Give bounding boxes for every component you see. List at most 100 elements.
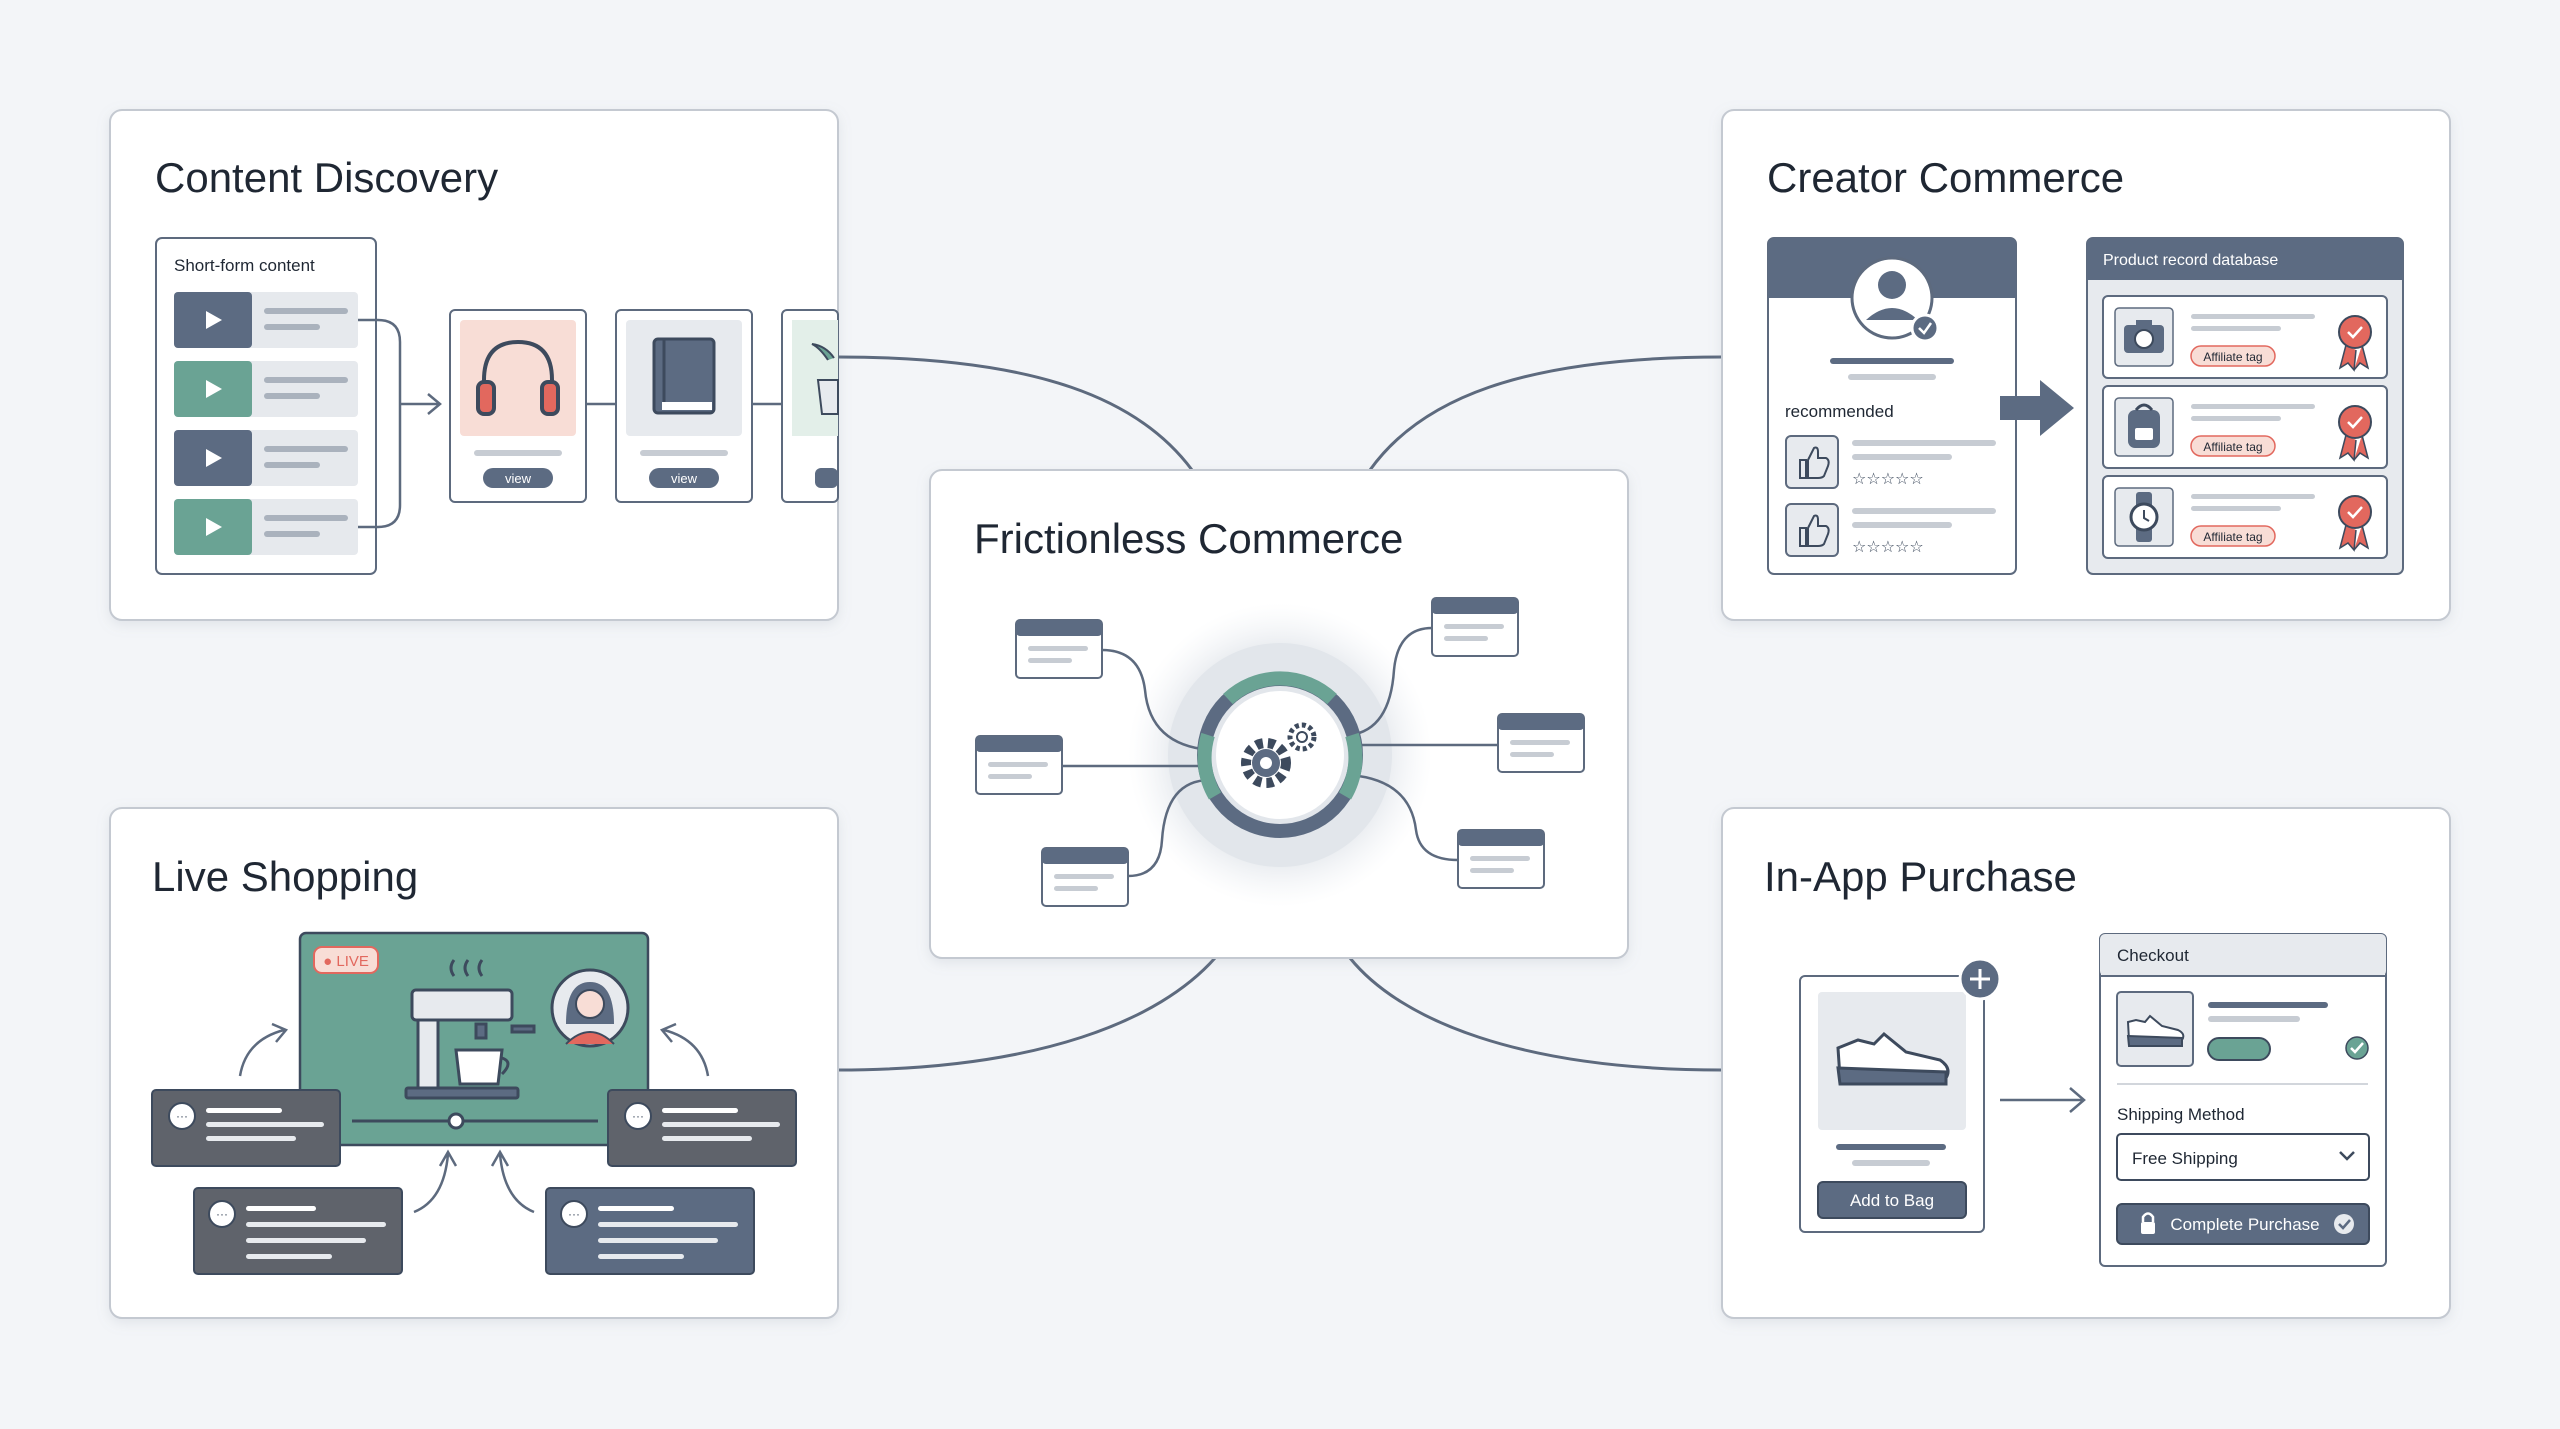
connector-discovery (837, 355, 1194, 471)
thumbs-up-icon (1799, 514, 1830, 547)
connector-creator (1368, 355, 1723, 471)
play-icon (206, 311, 222, 329)
thumbs-up-icon (1799, 446, 1830, 479)
hub-node (1457, 829, 1545, 889)
svg-text:···: ··· (216, 1207, 228, 1221)
recommendation-row[interactable]: ☆☆☆☆☆ (1785, 503, 1996, 557)
sneaker-icon (1836, 1031, 1950, 1086)
short-form-list: Short-form content (155, 237, 377, 575)
affiliate-tag: Affiliate tag (2203, 350, 2262, 364)
hub-node (1015, 619, 1103, 679)
rating-stars: ☆☆☆☆☆ (1852, 539, 1924, 556)
headphones-icon (476, 339, 560, 416)
award-ribbon-icon (2338, 315, 2372, 372)
checkout-panel: Checkout Shipping Method Free Shipping (2099, 933, 2387, 1267)
award-ribbon-icon (2338, 405, 2372, 462)
rating-stars: ☆☆☆☆☆ (1852, 471, 1924, 488)
add-to-bag-button[interactable]: Add to Bag (1817, 1181, 1967, 1219)
view-button-label: view (505, 471, 532, 486)
camera-icon (2124, 320, 2164, 353)
watch-icon (2129, 492, 2159, 542)
panel-creator-commerce: Creator Commerce recommended ☆☆☆☆☆ (1721, 109, 2451, 621)
chat-bubble-icon (168, 1102, 196, 1130)
play-icon (206, 518, 222, 536)
live-badge: ● LIVE (323, 953, 369, 970)
recommended-label: recommended (1785, 402, 1894, 421)
video-item[interactable] (174, 361, 358, 417)
coffee-machine-icon (404, 959, 536, 1100)
panel-title: Frictionless Commerce (974, 515, 1403, 562)
connectors (837, 355, 1723, 1072)
check-icon (2334, 1214, 2354, 1234)
play-icon (206, 449, 222, 467)
video-item[interactable] (174, 292, 358, 348)
chevron-down-icon (2339, 1151, 2355, 1161)
recommendation-row[interactable]: ☆☆☆☆☆ (1785, 435, 1996, 489)
product-card-headphones[interactable]: view (449, 309, 587, 503)
product-card-plant[interactable] (781, 309, 839, 503)
creator-profile-card: recommended ☆☆☆☆☆ ☆☆☆☆☆ (1767, 237, 2017, 575)
complete-purchase-label: Complete Purchase (2170, 1215, 2319, 1234)
shipping-method-select[interactable]: Free Shipping (2116, 1133, 2370, 1181)
shipping-method-value: Free Shipping (2132, 1149, 2238, 1168)
chat-bubble: ··· (151, 1089, 341, 1167)
backpack-icon (2128, 403, 2160, 448)
check-icon (2345, 1036, 2369, 1060)
shipping-method-label: Shipping Method (2117, 1105, 2245, 1124)
hub-node (1041, 847, 1129, 907)
affiliate-tag: Affiliate tag (2203, 530, 2262, 544)
panel-title: Creator Commerce (1767, 154, 2124, 201)
video-item[interactable] (174, 499, 358, 555)
hub-node (975, 735, 1063, 795)
panel-in-app-purchase: In-App Purchase Add to Bag (1721, 807, 2451, 1319)
list-header: Short-form content (174, 256, 315, 275)
affiliate-tag: Affiliate tag (2203, 440, 2262, 454)
complete-purchase-button[interactable]: Complete Purchase (2116, 1203, 2370, 1245)
hub-connectors (1062, 626, 1498, 878)
svg-text:···: ··· (176, 1109, 188, 1123)
chat-bubble: ··· (545, 1187, 755, 1275)
sneaker-icon (2126, 1014, 2185, 1047)
play-icon (206, 380, 222, 398)
host-avatar-icon (550, 968, 630, 1048)
checkout-title: Checkout (2117, 946, 2189, 965)
chat-arrows (238, 1022, 710, 1214)
product-record-database: Product record database Affiliate tag (2086, 237, 2404, 575)
award-ribbon-icon (2338, 495, 2372, 552)
panel-title: Live Shopping (152, 853, 418, 900)
avatar-icon (1850, 256, 1940, 343)
live-stream-screen[interactable]: ● LIVE (298, 931, 650, 1147)
panel-frictionless-commerce: Frictionless Commerce (929, 469, 1629, 959)
database-title: Product record database (2103, 252, 2278, 269)
connector-live (837, 957, 1217, 1072)
product-card-sneaker: Add to Bag (1799, 957, 2002, 1233)
product-card-book[interactable]: view (615, 309, 753, 503)
video-item[interactable] (174, 430, 358, 486)
product-record[interactable]: Affiliate tag (2102, 385, 2388, 469)
panel-live-shopping: Live Shopping ● LIVE (109, 807, 839, 1319)
hub-node (1431, 597, 1519, 657)
panel-title: In-App Purchase (1764, 853, 2077, 900)
hub-ring (1197, 671, 1363, 838)
panel-title: Content Discovery (155, 154, 498, 201)
panel-content-discovery: Content Discovery Short-form content (109, 109, 839, 621)
bracket-connector (358, 318, 442, 529)
svg-text:···: ··· (568, 1207, 580, 1221)
plant-icon (811, 343, 839, 415)
svg-text:···: ··· (632, 1109, 644, 1123)
arrow-right-icon (2000, 380, 2074, 436)
connector-purchase (1348, 957, 1723, 1072)
chat-bubble-icon (624, 1102, 652, 1130)
product-record[interactable]: Affiliate tag (2102, 295, 2388, 379)
chat-bubble: ··· (607, 1089, 797, 1167)
hub-node (1497, 713, 1585, 773)
chat-bubble-icon (560, 1200, 588, 1228)
arrow-right-icon (2000, 1087, 2086, 1113)
plus-icon[interactable] (1958, 957, 2002, 1001)
product-record[interactable]: Affiliate tag (2102, 475, 2388, 559)
video-progress-bar[interactable] (352, 1112, 598, 1130)
add-to-bag-label: Add to Bag (1850, 1191, 1934, 1210)
chat-bubble: ··· (193, 1187, 403, 1275)
chat-bubble-icon (208, 1200, 236, 1228)
